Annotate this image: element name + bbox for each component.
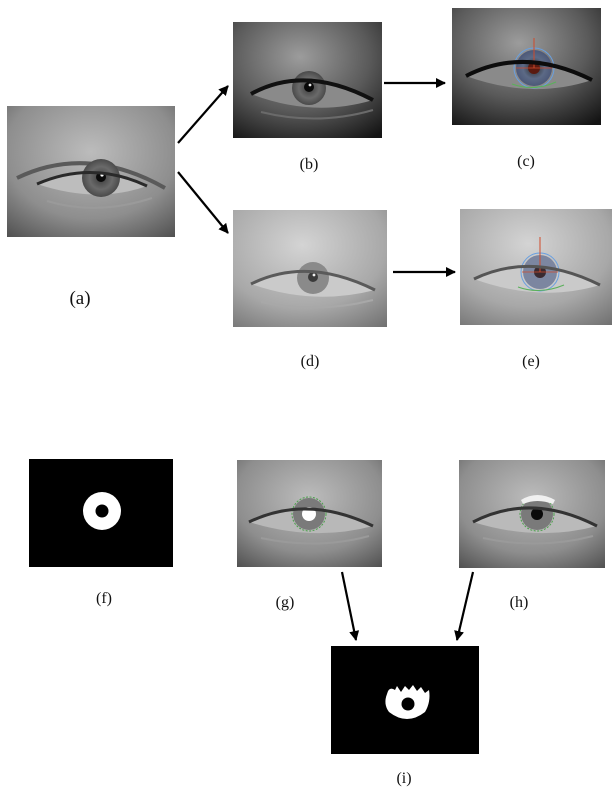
caption-e: (e) [522,353,540,370]
panel-b-dark-eye [233,22,382,138]
caption-h: (h) [509,594,529,611]
eye-image-g [237,460,382,567]
caption-c: (c) [517,153,535,170]
arrow-a-to-d [177,171,229,234]
caption-f: (f) [96,590,112,607]
panel-h-eye-dark-pupil [459,460,605,568]
eye-image-a [7,106,175,237]
caption-a: (a) [69,288,91,309]
eye-image-e [460,209,612,325]
mask-image-f [29,459,173,567]
arrow-h-to-i [454,571,475,641]
panel-d-light-eye [233,210,387,327]
panel-c-dark-eye-detected [452,8,601,125]
eye-image-d [233,210,387,327]
panel-e-light-eye-detected [460,209,612,325]
arrow-g-to-i [340,571,360,641]
caption-d: (d) [300,353,320,370]
eye-image-b [233,22,382,138]
mask-image-i [331,646,479,754]
caption-g: (g) [275,594,295,611]
arrow-a-to-b [177,85,229,144]
eye-image-h [459,460,605,568]
panel-g-eye-bright-pupil [237,460,382,567]
panel-i-result-mask [331,646,479,754]
panel-a-original-eye [7,106,175,237]
caption-i: (i) [396,770,412,787]
caption-b: (b) [299,156,319,173]
eye-image-c [452,8,601,125]
panel-f-mask [29,459,173,567]
